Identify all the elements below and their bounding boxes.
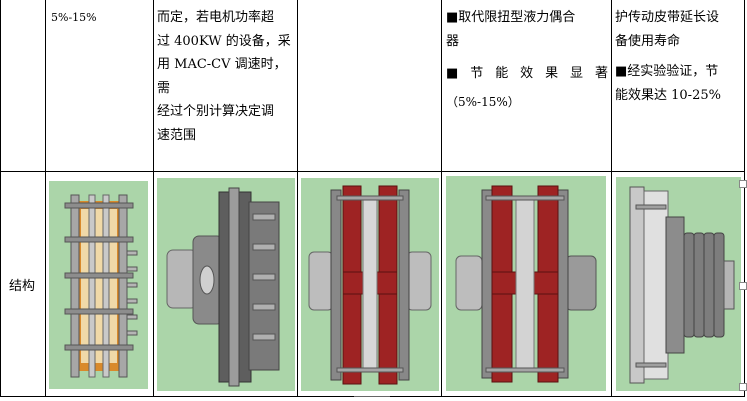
feature-line: 护传动皮带延长设 [615, 10, 720, 25]
note-line: 过 400KW 的设备，采 [157, 33, 291, 49]
table-divider [611, 0, 612, 397]
table-border-right [744, 0, 745, 397]
cell-belt-features: 护传动皮带延长设 备使用寿命 ■经实验验证，节 能效果达 10-25% [615, 6, 743, 108]
feature-line: 器 [446, 34, 460, 49]
row-label-structure: 结构 [9, 279, 36, 294]
note-line: 经过个别计算决定调 [157, 104, 275, 119]
table-divider [441, 0, 442, 397]
table-divider [297, 0, 298, 397]
note-line: 而定，若电机功率超 [157, 10, 275, 25]
feature-line: （5%-15%） [446, 95, 520, 109]
feature-line: ■ 节 能 效 果 显 著 [446, 66, 608, 81]
coupling-angled-view-image [157, 178, 295, 391]
feature-line: 能效果达 10-25% [615, 88, 721, 103]
table-divider [153, 0, 154, 397]
table-divider [45, 0, 46, 397]
row-divider [0, 171, 745, 172]
coupling-pulley-image [616, 177, 741, 391]
cell-speed-control-note: 而定，若电机功率超 过 400KW 的设备，采 用 MAC-CV 调速时，需 经… [157, 6, 295, 147]
feature-line: ■取代限扭型液力偶合 [446, 10, 576, 25]
efficiency-range-text: 5%-15% [51, 11, 97, 24]
selection-handle[interactable] [739, 180, 747, 188]
note-line: 用 MAC-CV 调速时，需 [157, 57, 287, 96]
coupling-red-frame-image [301, 178, 439, 391]
coupling-side-view-image [49, 181, 148, 389]
cell-efficiency-range: 5%-15% [51, 11, 151, 25]
note-line: 速范围 [157, 127, 197, 143]
coupling-red-frame-side-image [446, 176, 606, 391]
selection-handle[interactable] [739, 383, 747, 391]
selection-handle[interactable] [739, 282, 747, 290]
feature-line: 备使用寿命 [615, 34, 681, 49]
table-border-left [0, 0, 1, 397]
cell-replacement-features: ■取代限扭型液力偶合 器 ■ 节 能 效 果 显 著 （5%-15%） [446, 6, 608, 114]
feature-line: ■经实验验证，节 [615, 64, 719, 79]
page-footer-mark [354, 396, 390, 397]
